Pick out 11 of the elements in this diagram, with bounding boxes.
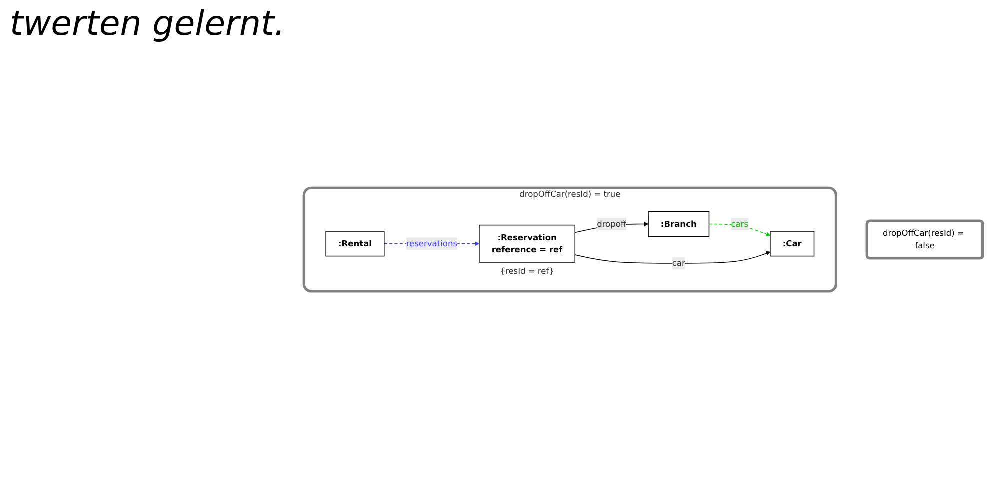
node-box: :Branch bbox=[648, 211, 710, 237]
edge-label: dropoff bbox=[597, 218, 627, 229]
edge-label: cars bbox=[731, 218, 748, 229]
arrow bbox=[574, 251, 771, 264]
edge-label: car bbox=[672, 258, 686, 268]
constraint-text: {resId = ref} bbox=[500, 266, 554, 276]
node-box: :Reservation reference = ref bbox=[479, 224, 576, 263]
edge-label: reservations bbox=[406, 238, 458, 248]
node-box: :Car bbox=[770, 230, 815, 256]
caption-text: twerten gelernt. bbox=[10, 4, 286, 44]
node-box: :Rental bbox=[326, 230, 385, 256]
